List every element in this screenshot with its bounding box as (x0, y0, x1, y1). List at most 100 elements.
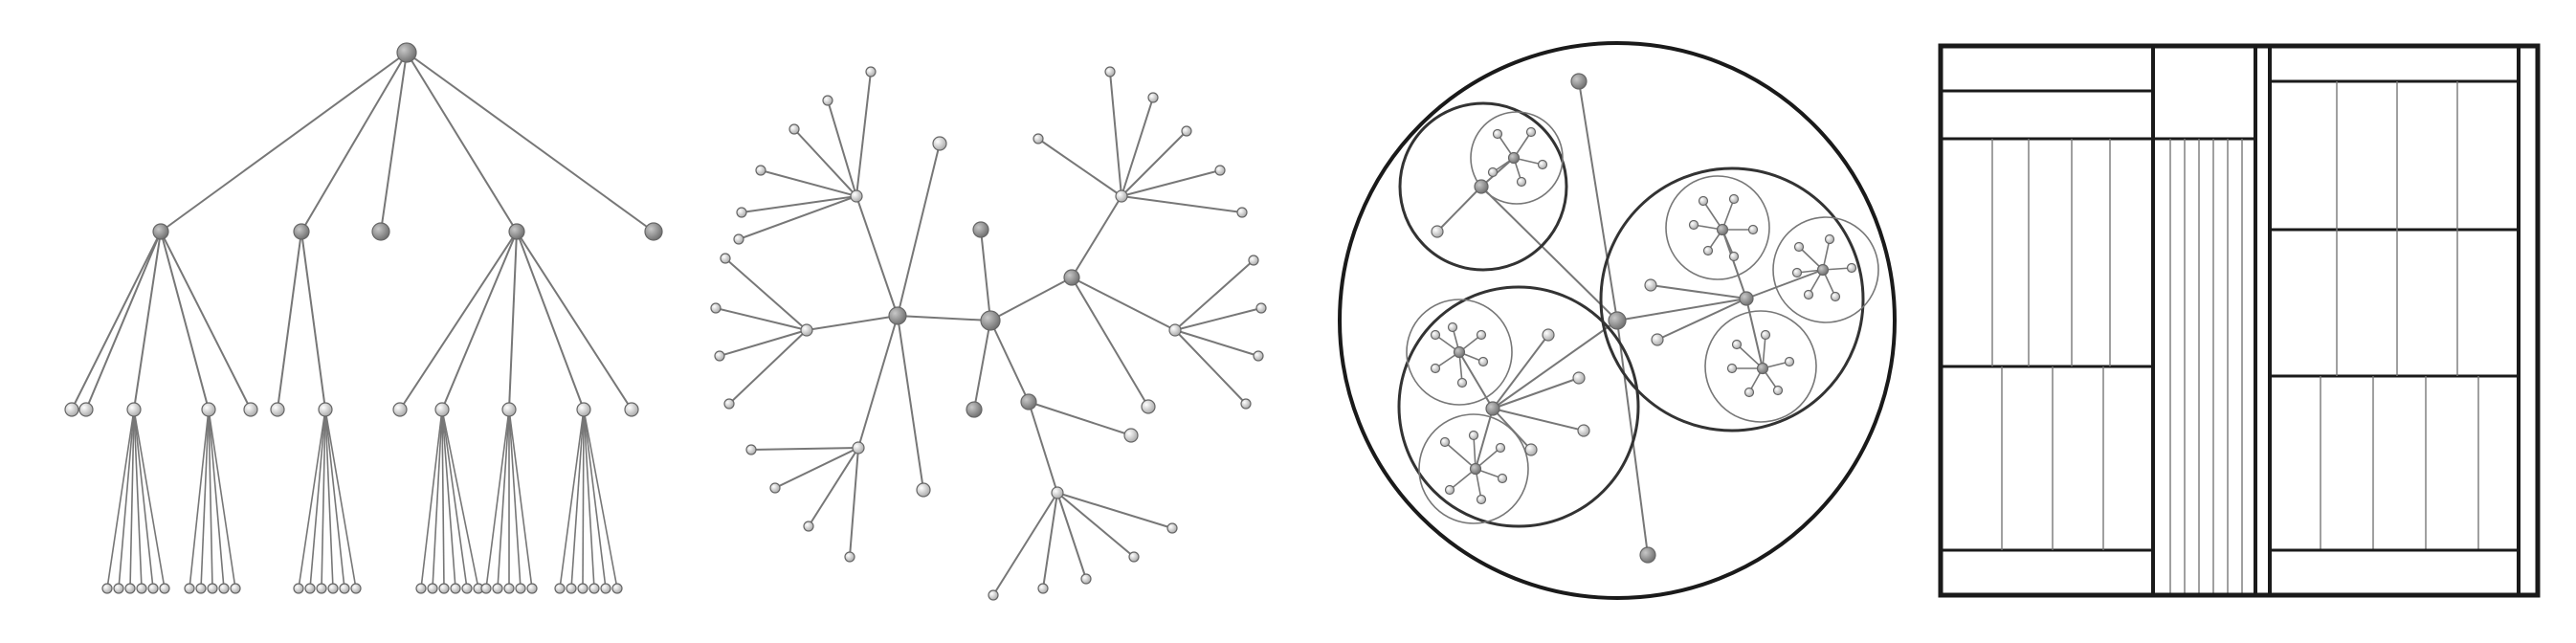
node (438, 583, 450, 594)
edge (1028, 401, 1132, 436)
node (1033, 133, 1044, 144)
edge (516, 231, 585, 410)
node (1431, 225, 1444, 238)
node (1253, 350, 1264, 362)
node (1793, 241, 1805, 253)
edge (855, 195, 899, 317)
edge (508, 231, 518, 410)
node (1080, 573, 1092, 585)
node (1702, 245, 1714, 256)
edge (1071, 195, 1122, 278)
node (230, 583, 241, 594)
node (327, 583, 339, 594)
node (1803, 289, 1814, 300)
edge (1056, 492, 1087, 580)
node (1181, 125, 1192, 137)
edge (1616, 320, 1649, 556)
pack-subgroup-circle (1704, 310, 1817, 423)
edge (189, 409, 210, 589)
edge (208, 409, 236, 589)
node (1255, 302, 1267, 314)
node (1447, 322, 1458, 333)
edge (989, 277, 1073, 322)
node (195, 583, 207, 594)
edge (1174, 329, 1259, 357)
edge (897, 143, 941, 317)
node (1453, 345, 1466, 359)
node (78, 402, 94, 417)
node (159, 583, 170, 594)
node (916, 482, 931, 498)
pack-subgroup-circle (1470, 111, 1564, 205)
node (503, 583, 515, 594)
edge (1458, 351, 1494, 410)
radial-tree-panel (710, 66, 1267, 601)
edge (1656, 298, 1747, 341)
edge (485, 409, 510, 589)
node (1639, 546, 1656, 564)
edge (793, 128, 857, 197)
node (1830, 291, 1841, 302)
node (1791, 267, 1803, 278)
node (733, 233, 744, 245)
node (1456, 377, 1468, 388)
edge (277, 231, 302, 410)
edge (855, 71, 872, 197)
edge (980, 229, 991, 322)
edge (309, 409, 326, 589)
node (822, 95, 833, 106)
node (1743, 387, 1755, 398)
node (1608, 311, 1627, 330)
edge (897, 315, 991, 322)
node (566, 583, 577, 594)
node (1439, 436, 1451, 448)
edge (208, 409, 225, 589)
node (124, 583, 136, 594)
node (1824, 233, 1835, 245)
node (1037, 583, 1049, 594)
edge (1492, 334, 1549, 410)
edge (324, 409, 357, 589)
edge (1444, 441, 1477, 470)
node (980, 310, 1001, 331)
edge (1028, 401, 1058, 494)
node (714, 350, 725, 362)
node (736, 207, 747, 218)
tree-diagram-panel (64, 42, 663, 594)
edge (200, 409, 210, 589)
edge (738, 195, 857, 240)
node (184, 583, 195, 594)
node (588, 583, 600, 594)
node (576, 402, 591, 417)
edge (129, 409, 135, 589)
node (755, 165, 766, 176)
node (427, 583, 438, 594)
edge (1492, 377, 1580, 410)
node (450, 583, 461, 594)
node (1497, 473, 1508, 484)
node (803, 521, 814, 532)
treemap-outer-frame (1938, 43, 2541, 598)
node (508, 223, 525, 240)
node (1248, 255, 1259, 266)
node (1128, 551, 1140, 563)
node (710, 302, 722, 314)
node (392, 402, 408, 417)
node (1444, 484, 1455, 496)
node (1726, 363, 1738, 374)
node (1846, 262, 1857, 274)
node (1141, 399, 1156, 414)
edge (516, 231, 633, 410)
edge (741, 195, 857, 213)
edge (133, 409, 166, 589)
node (1147, 92, 1159, 103)
node (1688, 219, 1699, 231)
node (101, 583, 113, 594)
node (1123, 428, 1139, 443)
edge (1071, 277, 1176, 331)
edge (1121, 130, 1188, 197)
node (624, 402, 639, 417)
node (293, 223, 310, 240)
edge (441, 409, 468, 589)
